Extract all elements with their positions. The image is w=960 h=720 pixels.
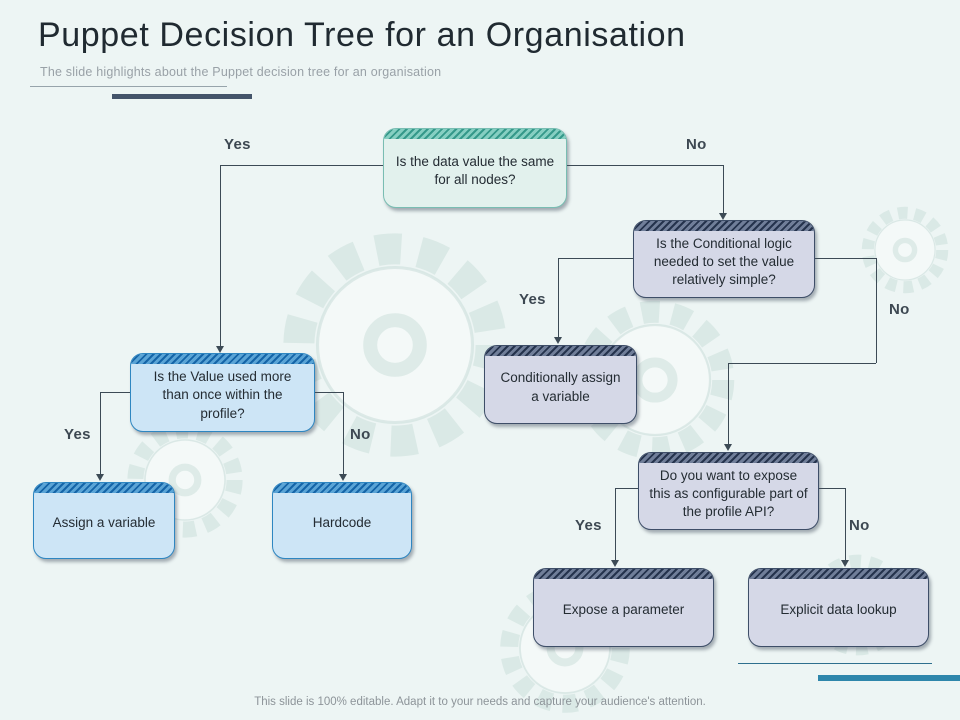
node-hatch-band: [273, 483, 411, 493]
edge-label-value-no: No: [350, 426, 371, 443]
connector-cond-no-h1: [813, 258, 876, 259]
node-expose-question: Do you want to expose this as configurab…: [638, 452, 819, 530]
node-explicit-data-lookup: Explicit data lookup: [748, 568, 929, 647]
connector-value-yes-v: [100, 392, 101, 475]
node-hardcode: Hardcode: [272, 482, 412, 559]
node-explicit-data-lookup-text: Explicit data lookup: [780, 602, 897, 618]
connector-cond-yes-h: [558, 258, 633, 259]
connector-root-no-v: [723, 165, 724, 214]
node-assign-variable: Assign a variable: [33, 482, 175, 559]
node-root-question: Is the data value the same for all nodes…: [383, 128, 567, 208]
arrow-into-conditionally-assign: [554, 337, 562, 344]
connector-root-yes-h: [220, 165, 383, 166]
arrow-into-expose-parameter: [611, 560, 619, 567]
connector-cond-no-v2: [728, 363, 729, 445]
node-expose-question-text: Do you want to expose this as configurab…: [649, 468, 808, 520]
connector-cond-no-v1: [876, 258, 877, 363]
node-hatch-band: [384, 129, 566, 139]
arrow-into-expose-question: [724, 444, 732, 451]
slide-subtitle: The slide highlights about the Puppet de…: [40, 65, 442, 79]
node-value-used-question: Is the Value used more than once within …: [130, 353, 315, 432]
edge-label-root-yes: Yes: [224, 136, 251, 153]
node-value-used-question-text: Is the Value used more than once within …: [153, 369, 292, 421]
node-hatch-band: [634, 221, 814, 231]
connector-cond-no-h2: [728, 363, 876, 364]
connector-expose-no-v: [845, 488, 846, 561]
node-conditional-logic-question: Is the Conditional logic needed to set t…: [633, 220, 815, 298]
connector-expose-yes-h: [615, 488, 638, 489]
node-hatch-band: [534, 569, 713, 579]
node-hatch-band: [639, 453, 818, 463]
arrow-into-hardcode: [339, 474, 347, 481]
node-hardcode-text: Hardcode: [312, 515, 372, 531]
bottom-thick-line: [818, 675, 960, 681]
node-conditionally-assign: Conditionally assign a variable: [484, 345, 637, 424]
node-conditional-logic-question-text: Is the Conditional logic needed to set t…: [653, 236, 795, 288]
node-hatch-band: [485, 346, 636, 356]
node-conditionally-assign-text: Conditionally assign a variable: [500, 370, 621, 404]
edge-label-cond-no: No: [889, 301, 910, 318]
connector-cond-yes-v: [558, 258, 559, 338]
bottom-thin-line: [738, 663, 932, 664]
arrow-into-explicit-lookup: [841, 560, 849, 567]
edge-label-cond-yes: Yes: [519, 291, 546, 308]
connector-expose-yes-v: [615, 488, 616, 561]
edge-label-expose-no: No: [849, 517, 870, 534]
node-expose-parameter-text: Expose a parameter: [562, 602, 685, 618]
node-expose-parameter: Expose a parameter: [533, 568, 714, 647]
connector-root-yes-v: [220, 165, 221, 347]
node-hatch-band: [34, 483, 174, 493]
node-assign-variable-text: Assign a variable: [52, 515, 156, 531]
edge-label-expose-yes: Yes: [575, 517, 602, 534]
connector-value-yes-h: [100, 392, 130, 393]
footer-note: This slide is 100% editable. Adapt it to…: [254, 696, 706, 708]
header-accent-bar: [112, 94, 252, 99]
connector-expose-no-h: [817, 488, 845, 489]
node-hatch-band: [131, 354, 314, 364]
node-root-question-text: Is the data value the same for all nodes…: [395, 153, 555, 187]
edge-label-value-yes: Yes: [64, 426, 91, 443]
subtitle-underline: [30, 86, 227, 87]
connector-value-no-v: [343, 392, 344, 475]
node-hatch-band: [749, 569, 928, 579]
arrow-into-assign-variable: [96, 474, 104, 481]
page-title: Puppet Decision Tree for an Organisation: [38, 16, 686, 54]
edge-label-root-no: No: [686, 136, 707, 153]
connector-value-no-h: [313, 392, 343, 393]
arrow-into-conditional-logic: [719, 213, 727, 220]
connector-root-no-h: [565, 165, 723, 166]
arrow-into-value-used: [216, 346, 224, 353]
